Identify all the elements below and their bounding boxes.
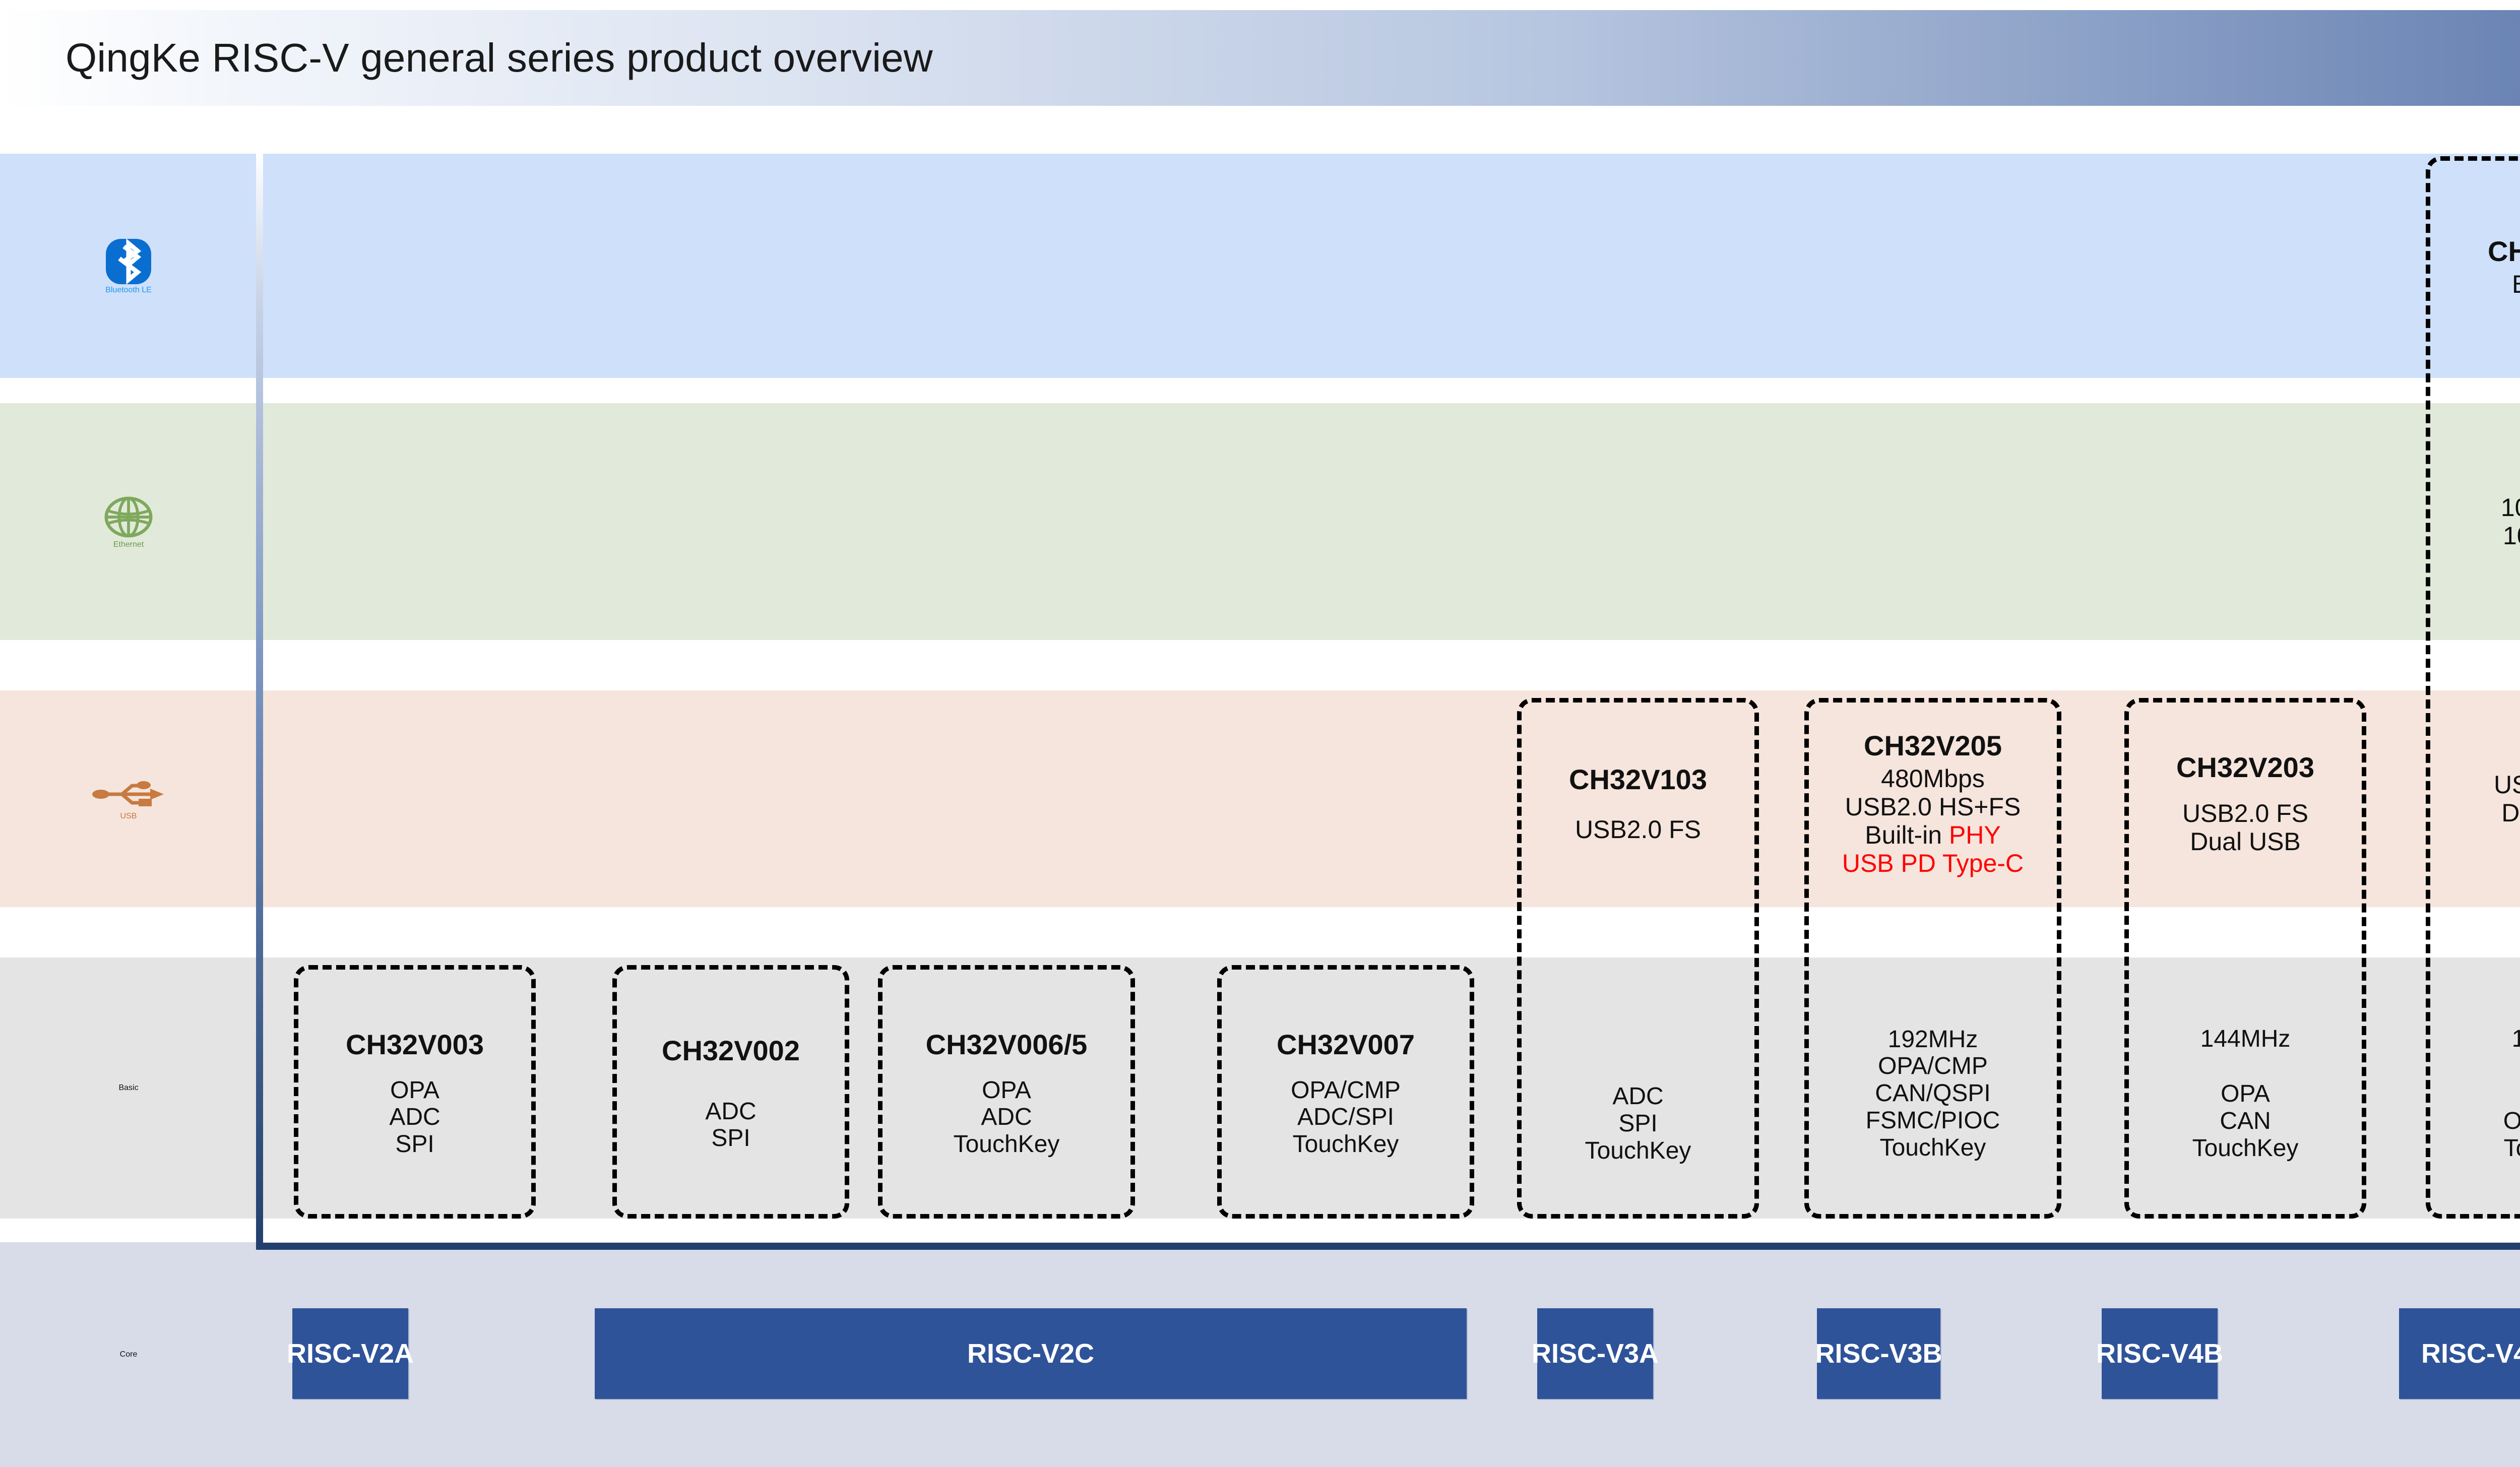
cell-ch32v208-bluetooth: CH32V208 BLE 5.3 (2426, 166, 2520, 368)
product-name-ch32v007: CH32V007 (1277, 1029, 1415, 1061)
feat-touchkey: TouchKey (1879, 1134, 1986, 1161)
usb-mode-205: USB2.0 HS+FS (1845, 793, 2021, 821)
ethernet-globe-icon (104, 496, 153, 538)
feat-opa: OPA (2221, 1080, 2270, 1108)
cell-ch32v003-basic: CH32V003 OPA ADC SPI (294, 970, 536, 1217)
feat-adc: ADC (705, 1098, 757, 1125)
feat-touchkey: TouchKey (1292, 1131, 1399, 1158)
feat-clock: 144MHz (2200, 1025, 2291, 1052)
feat-adc: ADC (981, 1104, 1032, 1131)
feat-can-qspi: CAN/QSPI (1875, 1080, 1991, 1107)
cell-ch32v208-basic: 144MHz RTC OPA/CAN TouchKey (2426, 970, 2520, 1217)
sidebar-label-basic: Basic (118, 1083, 139, 1092)
feat-opa-cmp: OPA/CMP (1291, 1076, 1401, 1104)
page-title: QingKe RISC-V general series product ove… (66, 35, 933, 80)
feat-adc-spi: ADC/SPI (1297, 1104, 1395, 1131)
usb-spec-208: USB2.0 FS (2493, 771, 2520, 799)
core-badge-risc-v4c[interactable]: RISC-V4C (2399, 1308, 2520, 1399)
feat-touchkey: TouchKey (2192, 1134, 2299, 1162)
product-name-ch32v203: CH32V203 (2176, 751, 2314, 783)
feat-opa-cmp: OPA/CMP (1878, 1053, 1988, 1080)
usb-dual-208: Dual USB (2501, 799, 2520, 827)
feat-touchkey: TouchKey (953, 1131, 1060, 1158)
row-band-usb (0, 690, 2520, 907)
feat-clock: 144MHz (2511, 1025, 2520, 1052)
feat-spi: SPI (1618, 1110, 1658, 1137)
feat-adc: ADC (389, 1104, 440, 1131)
core-badge-risc-v3b[interactable]: RISC-V3B (1815, 1308, 1942, 1399)
core-badge-risc-v4b[interactable]: RISC-V4B (2096, 1308, 2223, 1399)
feat-clock: 192MHz (1887, 1026, 1978, 1053)
sidebar-label-usb: USB (120, 812, 137, 820)
product-name-ch32v003: CH32V003 (346, 1029, 484, 1061)
sidebar-item-ethernet: Ethernet (0, 403, 257, 640)
feat-opa: OPA (982, 1076, 1031, 1104)
feat-opa: OPA (390, 1076, 439, 1104)
eth-phy-208: 10M PHY (2503, 522, 2520, 550)
core-badge-risc-v2a[interactable]: RISC-V2A (287, 1308, 414, 1399)
usb-speed-205: 480Mbps (1881, 764, 1985, 793)
sidebar-label-ethernet: Ethernet (113, 540, 144, 549)
product-name-ch32v205: CH32V205 (1864, 729, 2002, 761)
row-band-bluetooth (0, 154, 2520, 378)
cell-ch32v103-basic: ADC SPI TouchKey (1517, 970, 1759, 1217)
feat-adc: ADC (1612, 1083, 1664, 1110)
feat-can: CAN (2220, 1108, 2271, 1134)
usb-pd-205: USB PD Type-C (1842, 849, 2024, 878)
cell-ch32v208-usb: USB2.0 FS Dual USB (2426, 690, 2520, 907)
product-name-ch32v208: CH32V208 (2488, 235, 2520, 267)
cell-ch32v007-basic: CH32V007 OPA/CMP ADC/SPI TouchKey (1217, 970, 1474, 1217)
cell-ch32v203-basic: 144MHz OPA CAN TouchKey (2124, 970, 2366, 1217)
usb-spec-203: USB2.0 FS (2182, 799, 2309, 828)
cell-ch32v002-basic: CH32V002 ADC SPI (612, 970, 849, 1217)
cell-ch32v203-usb: CH32V203 USB2.0 FS Dual USB (2124, 703, 2366, 905)
cell-ch32v006-5-basic: CH32V006/5 OPA ADC TouchKey (878, 970, 1135, 1217)
cell-ch32v205-usb: CH32V205 480Mbps USB2.0 HS+FS Built-in P… (1804, 703, 2061, 905)
product-name-ch32v103: CH32V103 (1569, 763, 1707, 795)
sidebar-label-core: Core (119, 1350, 138, 1359)
vertical-divider (256, 151, 263, 1250)
product-name-ch32v006-5: CH32V006/5 (925, 1029, 1088, 1061)
feat-touchkey: TouchKey (1585, 1137, 1691, 1164)
feat-spi: SPI (711, 1125, 750, 1152)
feat-opa-can: OPA/CAN (2503, 1108, 2520, 1134)
sidebar-label-bluetooth: Bluetooth LE (105, 285, 152, 294)
ble-version: BLE 5.3 (2512, 270, 2520, 298)
usb-phy-205: Built-in PHY (1865, 821, 2001, 850)
sidebar-item-usb: USB (0, 690, 257, 907)
sidebar-item-basic: Basic (0, 958, 257, 1219)
bluetooth-icon (106, 238, 151, 285)
usb-spec-103: USB2.0 FS (1574, 815, 1702, 844)
title-banner: QingKe RISC-V general series product ove… (0, 10, 2520, 106)
product-name-ch32v002: CH32V002 (662, 1034, 800, 1066)
eth-mac-208: 10M MAC (2500, 493, 2520, 522)
core-badge-risc-v3a[interactable]: RISC-V3A (1532, 1308, 1659, 1399)
sidebar-item-core: Core (0, 1242, 257, 1467)
usb-dual-203: Dual USB (2190, 827, 2301, 856)
row-band-basic (0, 958, 2520, 1219)
core-badge-risc-v2c[interactable]: RISC-V2C (595, 1308, 1467, 1399)
cell-ch32v208-ethernet: 10M MAC 10M PHY (2426, 403, 2520, 640)
usb-icon (92, 781, 164, 806)
row-band-ethernet (0, 403, 2520, 640)
cell-ch32v103-usb: CH32V103 USB2.0 FS (1517, 703, 1759, 905)
feat-spi: SPI (395, 1131, 434, 1158)
cell-ch32v205-basic: 192MHz OPA/CMP CAN/QSPI FSMC/PIOC TouchK… (1804, 970, 2061, 1217)
horizontal-divider (256, 1243, 2520, 1250)
feat-fsmc-pioc: FSMC/PIOC (1865, 1107, 2000, 1134)
feat-touchkey: TouchKey (2503, 1134, 2520, 1162)
sidebar-item-bluetooth: Bluetooth LE (0, 154, 257, 378)
